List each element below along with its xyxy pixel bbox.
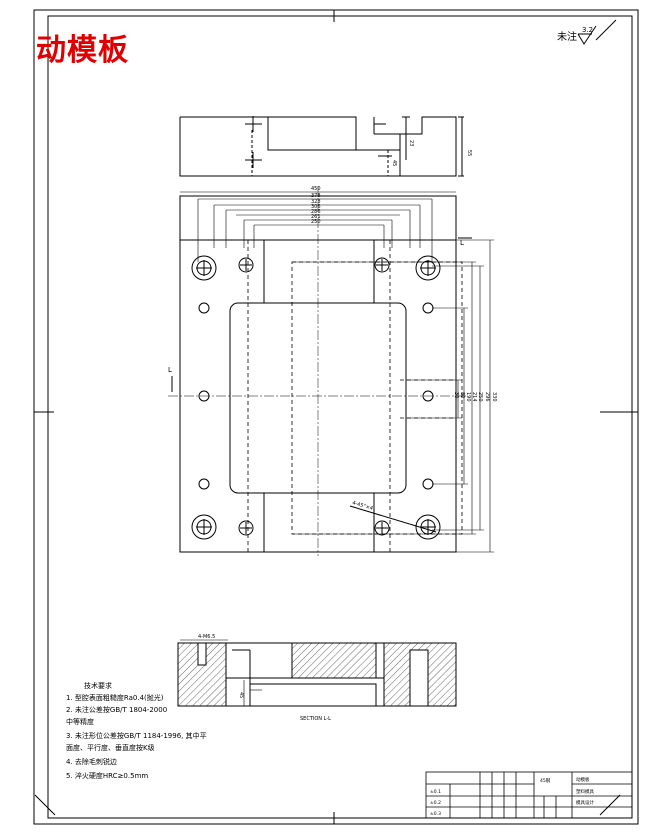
- dim-right-5: 190: [465, 392, 471, 402]
- dim-right-3: 250: [477, 392, 483, 402]
- dim-top-4: 306: [311, 204, 321, 210]
- tb-drawing-no: 塑料模具: [576, 788, 594, 795]
- side-dim-2: 23: [408, 140, 414, 146]
- tb-tol-2: ±0.2: [430, 800, 441, 806]
- dim-top-2: 378: [311, 193, 321, 199]
- side-dim-3: 45: [391, 160, 397, 166]
- outer-border: [33, 9, 639, 825]
- side-view: [179, 116, 464, 177]
- section-mark-left: L: [168, 366, 172, 374]
- tech-item-2: 2. 未注公差按GB/T 1804-2000: [66, 705, 167, 714]
- tech-item-1: 1. 型腔表面粗糙度Ra0.4(抛光): [66, 693, 164, 702]
- dim-top-6: 261: [311, 214, 321, 220]
- dim-right-4: 214: [471, 392, 477, 402]
- tb-name: 动模板: [576, 776, 590, 783]
- side-dim-1: 55: [466, 150, 472, 156]
- chamfer-note: 4-45°×4: [351, 500, 373, 512]
- drawing-title: 动模板: [36, 33, 129, 68]
- inner-border: [47, 15, 633, 819]
- dim-top-5: 286: [311, 209, 321, 215]
- roughness-label: 未注: [557, 32, 577, 43]
- tb-tol-1: ±0.1: [430, 789, 441, 795]
- frame-ticks: [34, 10, 638, 824]
- tech-item-7: 5. 淬火硬度HRC≥0.5mm: [66, 771, 148, 780]
- section-mark-right: L: [460, 239, 464, 247]
- section-view: [177, 639, 457, 707]
- tb-tol-3: ±0.3: [430, 811, 441, 817]
- dim-right-2: 296: [484, 392, 490, 402]
- section-marks: [171, 237, 472, 392]
- section-dim-note: 4-M6.5: [198, 634, 215, 640]
- title-block-texts: ±0.1 ±0.2 ±0.3 45钢 动模板 塑料模具 模具设计: [430, 776, 594, 817]
- tech-item-5: 面度、平行度、垂直度按K级: [66, 743, 155, 752]
- section-dim-height: 45: [238, 692, 244, 698]
- dim-right-1: 330: [491, 392, 497, 402]
- dim-right-7: 30: [453, 392, 459, 398]
- center-lines: [168, 186, 468, 556]
- dim-top-1: 450: [311, 186, 321, 192]
- section-label: SECTION L-L: [300, 716, 331, 722]
- tech-item-6: 4. 去除毛刺锐边: [66, 757, 117, 766]
- right-dimension-texts: 330 296 250 214 190 80 30: [453, 392, 497, 402]
- tb-school: 模具设计: [576, 799, 594, 806]
- title-block: [425, 771, 633, 819]
- dim-top-3: 328: [311, 199, 321, 205]
- roughness-value: 3.2: [582, 26, 593, 34]
- tb-material: 45钢: [540, 777, 551, 784]
- tech-requirements: 技术要求 1. 型腔表面粗糙度Ra0.4(抛光) 2. 未注公差按GB/T 18…: [66, 681, 207, 780]
- roughness-symbol: [577, 25, 597, 45]
- dim-top-7: 250: [311, 219, 321, 225]
- tech-item-4: 3. 未注形位公差按GB/T 1184-1996, 其中平: [66, 731, 207, 740]
- holes: [191, 255, 441, 540]
- top-dimension-texts: 450 378 328 306 286 261 250: [311, 186, 321, 225]
- tech-item-3: 中等精度: [66, 717, 94, 726]
- tech-title: 技术要求: [84, 681, 112, 690]
